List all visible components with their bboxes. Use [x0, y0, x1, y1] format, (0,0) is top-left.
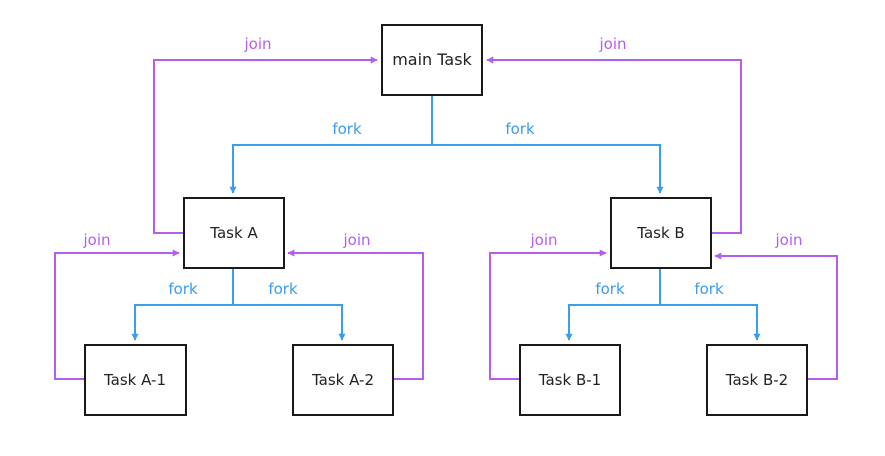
join-edge-b1-to-task-b [489, 249, 607, 380]
node-task-b2: Task B-2 [706, 344, 808, 416]
join-label: join [774, 231, 802, 249]
join-label: join [342, 231, 370, 249]
join-edge-b2-to-task-b [714, 252, 838, 380]
node-task-b1: Task B-1 [519, 344, 621, 416]
join-edges [54, 56, 838, 380]
node-main-task-label: main Task [392, 50, 472, 69]
fork-label: fork [595, 280, 625, 298]
fork-label: fork [694, 280, 724, 298]
nodes: main Task Task A Task B Task A-1 Task A-… [84, 24, 808, 416]
join-label: join [529, 231, 557, 249]
fork-edges [131, 95, 761, 341]
node-task-a1: Task A-1 [84, 344, 187, 416]
node-task-b2-label: Task B-2 [725, 371, 788, 389]
join-label: join [598, 35, 626, 53]
node-task-a2: Task A-2 [292, 344, 394, 416]
fork-label: fork [168, 280, 198, 298]
fork-edge-main-to-task-a [229, 95, 433, 194]
fork-label: fork [268, 280, 298, 298]
node-task-a-label: Task A [209, 224, 258, 242]
join-edge-a1-to-task-a [54, 249, 180, 380]
node-task-a1-label: Task A-1 [103, 371, 166, 389]
fork-label: fork [332, 120, 362, 138]
join-label: join [82, 231, 110, 249]
node-task-b: Task B [610, 197, 712, 269]
fork-edge-main-to-task-b [432, 144, 664, 194]
join-edge-task-b-to-main [486, 56, 742, 234]
node-main-task: main Task [381, 24, 483, 96]
fork-label: fork [505, 120, 535, 138]
join-edge-a2-to-task-a [287, 249, 424, 380]
node-task-a: Task A [183, 197, 285, 269]
fork-edge-task-a-to-a2 [233, 304, 346, 341]
join-edge-task-a-to-main [153, 56, 378, 234]
node-task-b-label: Task B [636, 224, 684, 242]
edge-labels: fork fork fork fork fork fork join join … [82, 35, 802, 298]
join-label: join [243, 35, 271, 53]
fork-edge-task-b-to-b2 [660, 304, 761, 341]
fork-edge-task-b-to-b1 [565, 268, 661, 341]
fork-edge-task-a-to-a1 [131, 268, 234, 341]
node-task-b1-label: Task B-1 [538, 371, 601, 389]
node-task-a2-label: Task A-2 [311, 371, 374, 389]
